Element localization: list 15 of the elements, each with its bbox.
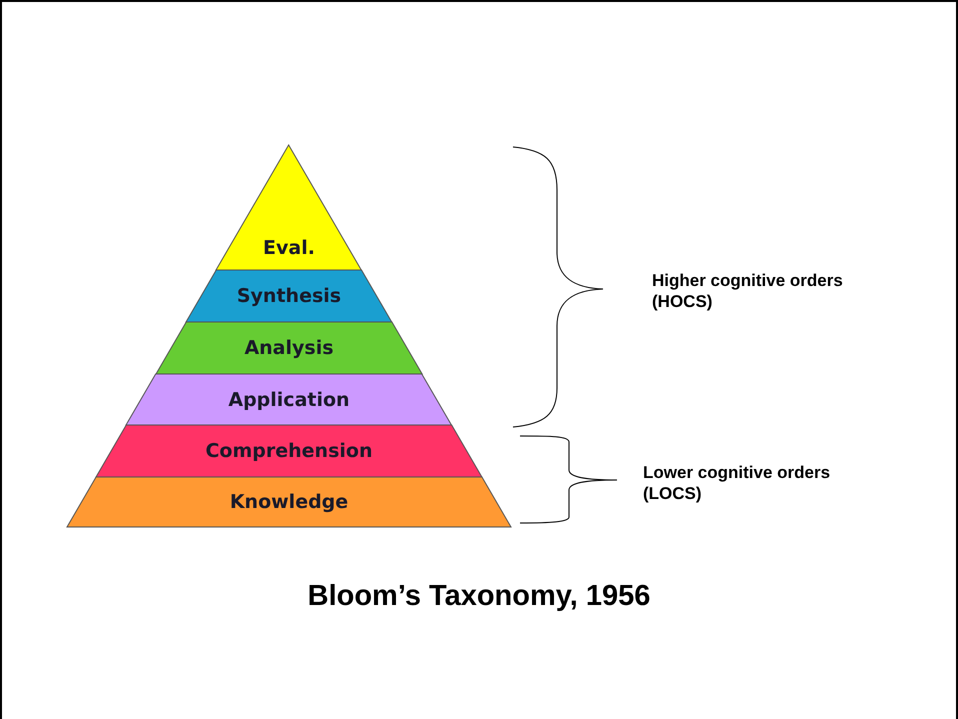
level-label: Eval. — [263, 237, 315, 259]
level-label: Application — [228, 388, 350, 410]
level-label: Comprehension — [205, 440, 372, 462]
bracket-label: Higher cognitive orders (HOCS) — [652, 270, 844, 312]
caption: Bloom’s Taxonomy, 1956 — [306, 580, 652, 613]
pyramid-band — [67, 477, 511, 527]
pyramid-band — [126, 374, 452, 425]
level-label: Analysis — [244, 337, 334, 359]
pyramid-band — [186, 270, 392, 322]
pyramid-band — [96, 425, 482, 477]
bracket-label: Lower cognitive orders (LOCS) — [643, 462, 832, 504]
level-label: Synthesis — [236, 285, 342, 307]
pyramid-tip — [216, 145, 362, 270]
level-label: Knowledge — [230, 491, 348, 513]
pyramid-band — [156, 322, 422, 374]
